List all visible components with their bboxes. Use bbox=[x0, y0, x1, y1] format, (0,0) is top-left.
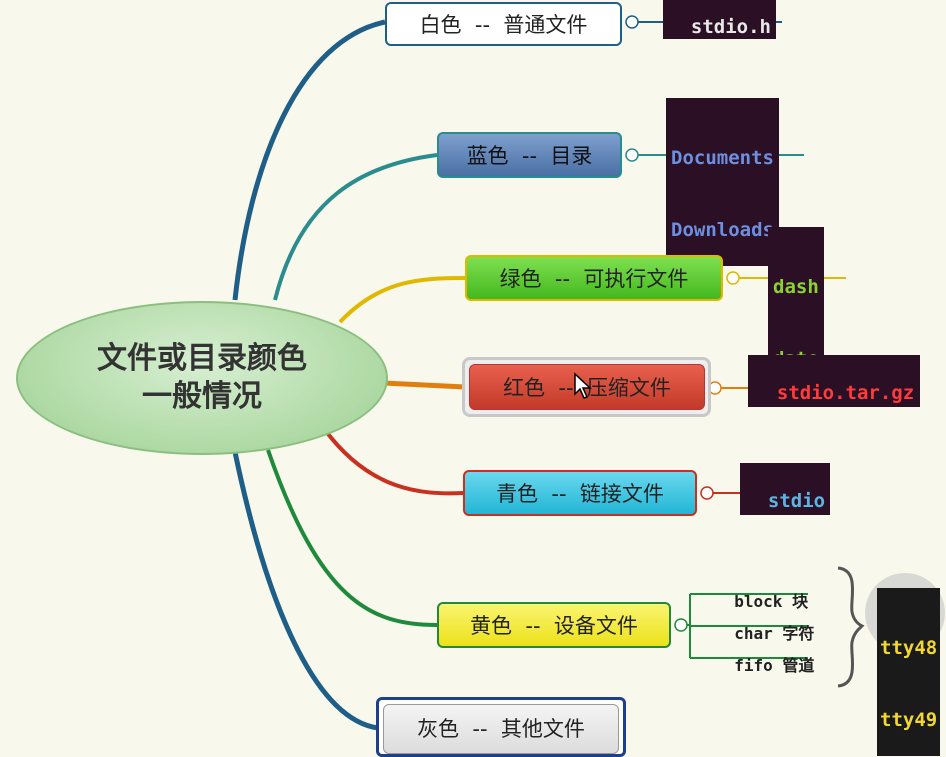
node-gray-label: 灰色 -- 其他文件 bbox=[417, 717, 585, 741]
device-char-label: char 字符 bbox=[734, 624, 815, 643]
node-green-executable[interactable]: 绿色 -- 可执行文件 bbox=[465, 255, 723, 301]
example-link-text: stdio bbox=[767, 490, 826, 512]
node-white-regular-file[interactable]: 白色 -- 普通文件 bbox=[385, 2, 622, 46]
device-fifo-label: fifo 管道 bbox=[734, 656, 815, 675]
example-link: stdio bbox=[740, 463, 831, 515]
example-tar-gz: stdio.tar.gz bbox=[748, 355, 921, 407]
mouse-cursor-icon bbox=[574, 372, 592, 399]
central-topic-line1: 文件或目录颜色 bbox=[97, 341, 307, 376]
node-red-archive[interactable]: 红色 -- 压缩文件 bbox=[469, 364, 705, 410]
node-gray-other[interactable]: 灰色 -- 其他文件 bbox=[383, 704, 619, 754]
example-downloads: Downloads bbox=[671, 219, 774, 241]
node-white-label: 白色 -- 普通文件 bbox=[419, 13, 588, 37]
example-tty49: tty49 bbox=[880, 709, 938, 731]
node-blue-label: 蓝色 -- 目录 bbox=[466, 144, 593, 168]
node-yellow-label: 黄色 -- 设备文件 bbox=[470, 614, 638, 638]
example-dash: dash bbox=[773, 276, 819, 298]
device-fifo[interactable]: fifo 管道 bbox=[715, 633, 814, 676]
central-topic[interactable]: 文件或目录颜色 一般情况 bbox=[16, 301, 388, 455]
device-char[interactable]: char 字符 bbox=[715, 601, 814, 644]
node-green-label: 绿色 -- 可执行文件 bbox=[499, 267, 689, 291]
example-tar-gz-text: stdio.tar.gz bbox=[776, 382, 915, 404]
example-stdio-h: stdio.h bbox=[663, 0, 776, 39]
node-cyan-link[interactable]: 青色 -- 链接文件 bbox=[463, 470, 697, 516]
example-directories: Documents Downloads bbox=[666, 98, 779, 266]
central-topic-line2: 一般情况 bbox=[142, 379, 262, 414]
example-devices: tty48 tty49 bbox=[877, 588, 941, 756]
device-block[interactable]: block 块 bbox=[715, 569, 808, 612]
device-block-label: block 块 bbox=[734, 592, 809, 611]
node-red-label: 红色 -- 压缩文件 bbox=[503, 376, 671, 400]
example-documents: Documents bbox=[671, 147, 774, 169]
example-tty48: tty48 bbox=[880, 637, 938, 659]
node-yellow-device[interactable]: 黄色 -- 设备文件 bbox=[437, 602, 671, 648]
node-cyan-label: 青色 -- 链接文件 bbox=[496, 482, 664, 506]
example-stdio-h-text: stdio.h bbox=[690, 16, 771, 38]
node-blue-directory[interactable]: 蓝色 -- 目录 bbox=[437, 132, 622, 178]
